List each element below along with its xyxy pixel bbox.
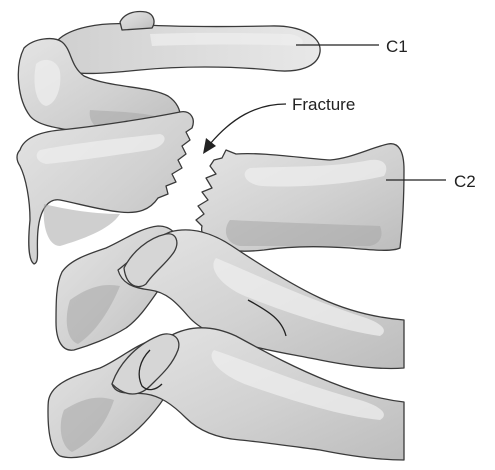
fracture-label: Fracture bbox=[292, 95, 355, 114]
c1-label: C1 bbox=[386, 37, 408, 56]
fracture-arrowhead bbox=[203, 138, 216, 154]
c1-tubercle bbox=[120, 11, 154, 30]
c2-vertebra bbox=[196, 144, 404, 251]
c1-arch-highlight bbox=[150, 33, 303, 46]
fracture-label-group: Fracture bbox=[203, 95, 355, 154]
fracture-arrow-curve bbox=[210, 104, 286, 144]
c2-label: C2 bbox=[454, 172, 476, 191]
c1-posterior-arch bbox=[52, 24, 321, 74]
